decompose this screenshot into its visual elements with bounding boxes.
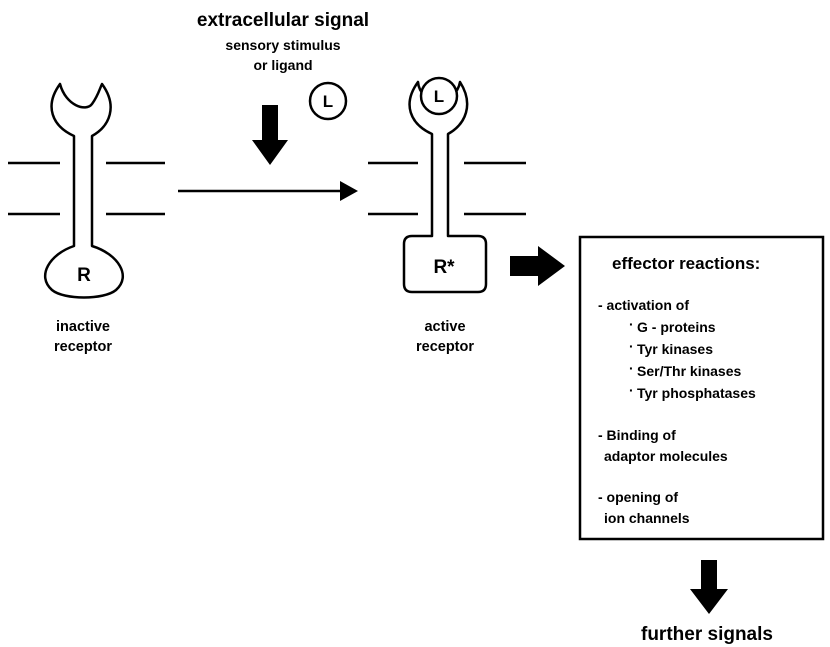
signal-subtitle-line2: or ligand	[253, 57, 312, 73]
effector-line-activation: - activation of	[598, 297, 689, 313]
effector-bullet-tyr-kinases: ·	[629, 338, 634, 354]
membrane-left	[8, 161, 165, 216]
effector-box-frame	[578, 235, 825, 541]
signal-title: extracellular signal	[197, 10, 369, 31]
effector-line-tyr-kinases: Tyr kinases	[637, 341, 713, 357]
effector-bullet-ser-thr-kinases: ·	[629, 360, 634, 376]
effector-line-binding: - Binding of	[598, 427, 676, 443]
effector-heading: effector reactions:	[612, 254, 760, 273]
further-signals-label: further signals	[641, 624, 773, 645]
effector-line-ser-thr-kinases: Ser/Thr kinases	[637, 363, 741, 379]
inactive-receptor-letter: R	[77, 265, 91, 286]
effector-line-adaptor: adaptor molecules	[604, 448, 728, 464]
active-receptor: L R*	[402, 76, 488, 294]
effector-line-tyr-phosphatases: Tyr phosphatases	[637, 385, 756, 401]
effector-bullet-g-proteins: ·	[629, 316, 634, 332]
active-receptor-letter: R*	[433, 257, 455, 278]
signal-down-arrow	[252, 105, 288, 165]
inactive-receptor-label-line2: receptor	[54, 339, 112, 355]
bound-ligand-letter: L	[434, 87, 444, 106]
active-receptor-label-line2: receptor	[416, 339, 474, 355]
membrane-right	[368, 161, 526, 216]
effector-line-g-proteins: G - proteins	[637, 319, 716, 335]
effector-bullet-tyr-phosphatases: ·	[629, 382, 634, 398]
inactive-receptor-shape	[44, 82, 124, 299]
inactive-receptor: R	[44, 82, 124, 299]
signal-subtitle-line1: sensory stimulus	[225, 37, 340, 53]
inactive-receptor-label-line1: inactive	[56, 319, 110, 335]
free-ligand: L	[308, 81, 348, 121]
effector-line-ion-channels: ion channels	[604, 510, 690, 526]
effector-box: effector reactions: - activation of · G …	[578, 235, 825, 541]
bound-ligand-circle	[419, 76, 459, 116]
active-receptor-label-line1: active	[424, 319, 465, 335]
free-ligand-circle	[308, 81, 348, 121]
activation-arrow	[178, 181, 358, 201]
further-signals-arrow	[690, 560, 728, 614]
effector-arrow	[510, 246, 565, 286]
effector-line-opening: - opening of	[598, 489, 678, 505]
free-ligand-letter: L	[323, 92, 333, 111]
